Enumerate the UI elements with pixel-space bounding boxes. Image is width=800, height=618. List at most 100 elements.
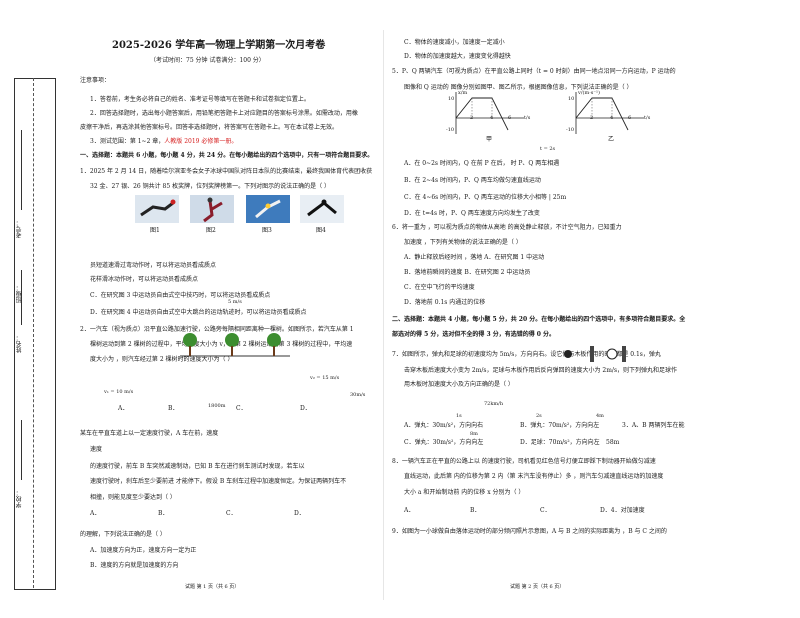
q7-small: 1s	[456, 413, 462, 419]
q6-line: 加速度 ，下列有关物体的说法正确的是（ ）	[404, 239, 522, 246]
q6-option: D．落地前 0.1s 内通过的位移	[404, 299, 486, 306]
q7-option: B．弹丸：70m/s²，方向向左	[520, 422, 600, 429]
q3-option-b: B．	[158, 510, 169, 517]
q1-line: 1．2025 年 2 月 14 日，随着哈尔滨亚冬会女子冰球中国队对阵日本队的比…	[80, 168, 373, 175]
q7-option-extra: 58m	[606, 439, 620, 446]
q7-small: 8m	[470, 431, 478, 437]
q7-option: D．足球：70m/s²，方向向左	[520, 439, 600, 446]
trees-figure	[180, 328, 290, 358]
figure-1-photo	[135, 195, 179, 223]
graph-yi-label: 乙	[608, 136, 615, 143]
q7-mid-label: 72km/h	[484, 401, 504, 407]
big-air-skier-image	[307, 199, 337, 217]
q1-option: C．在研究图 3 中运动员自由式空中技巧时，可以将运动员看成质点	[90, 292, 271, 299]
q8-line: 8．一辆汽车正在平直的公路上以 的速度行驶，司机看见红色信号灯便立即踩下制动器开…	[392, 458, 656, 465]
q2-speed-label: 5 m/s	[228, 299, 242, 305]
q2-speed-label: v₁ = 10 m/s	[104, 389, 134, 395]
graph-jia-tick: 4	[490, 115, 494, 121]
q1-option: 员短道速滑过弯动作时，可以将运动员看成质点	[90, 262, 217, 269]
v-t-graph	[575, 92, 644, 134]
x-t-graph	[455, 92, 524, 134]
q6-option: A．静止释放后经时间 ，落地 A．在研究图 1 中运动	[404, 254, 545, 261]
graph-jia-tick: 2	[470, 115, 474, 121]
figure-1-caption: 图1	[150, 227, 160, 234]
q3-line: 的速度行驶，前车 B 车突然减速制动，已知 B 车在进行刹车测试时发现，若车以	[90, 463, 305, 470]
q7-option: A．弹丸：30m/s²，方向向右	[404, 422, 484, 429]
note-line: 1．答卷前，考生务必将自己的姓名、准考证号等填写在答题卡和试卷指定位置上。	[90, 96, 310, 103]
q2-speed-label: v₂ = 15 m/s	[310, 375, 340, 381]
aerial-skier-image	[255, 199, 281, 219]
q2-extra: 1800m	[208, 403, 226, 409]
graph-yi-unit: v/(m·s⁻¹)	[578, 90, 600, 96]
q4-tail-option: D．物体的加速度越大，速度变化得越快	[404, 53, 511, 60]
graph-jia-unit: x/m	[458, 90, 468, 96]
q2-option-d: D．	[300, 405, 311, 412]
binding-fields: 学校： 姓名： 班级： 考号：	[15, 90, 29, 580]
figure-4-caption: 图4	[316, 227, 326, 234]
figure-skater-image	[203, 197, 223, 223]
q1-line: 32 金、27 银、26 铜共计 85 枚奖牌，位列奖牌榜第一。下列对图示的说法…	[90, 183, 330, 190]
q2-extra: 30m/s	[350, 392, 366, 398]
q9-line: 9．如图为一小球做自由落体运动时的部分频闪照片示意图，A 与 B 之间的实际距离…	[392, 528, 667, 535]
name-field-label: 姓名：	[16, 335, 23, 353]
figure-3-photo	[246, 195, 290, 223]
q7-line: 击穿木板后速度大小变为 2m/s，足球与木板作用后反向弹回的速度大小为 2m/s…	[404, 367, 678, 374]
q6-line: 6．将一重为 ，可以视为质点的物体从高地 的高处静止释放，不计空气阻力，已知重力	[392, 224, 622, 231]
q5-option: B．在 2~4s 时间内，P、Q 两车均做匀速直线运动	[404, 177, 541, 184]
section2-heading: 二、选择题：本题共 4 小题，每小题 5 分，共 20 分。在每小题给出的四个选…	[392, 316, 686, 323]
q7-option-extra: 3．A、B 两辆列车在能	[622, 422, 685, 429]
q2-line: 棵树运动到第 2 棵树的过程中，平均速度大小为 v，从第 2 棵树运动到第 3 …	[90, 341, 353, 348]
q3-line: 相撞，则能见度至少要达到（ ）	[90, 494, 176, 501]
graph-yi-tick: 2	[590, 115, 594, 121]
q3-line: 速度	[90, 446, 103, 453]
graph-jia-ybot: -10	[446, 127, 455, 133]
q5-line: 图像和 Q 运动的 图像分别如图甲、图乙所示，根据图像信息，下列说法正确的是（ …	[404, 84, 633, 91]
q1-option: D．在研究图 4 中运动员自由式空中大跳台的运动轨迹时，可以将运动员看成质点	[90, 309, 307, 316]
section1-heading: 一、选择题：本题共 6 小题，每小题 4 分，共 24 分。在每小题给出的四个选…	[80, 152, 374, 159]
note-line: 3．测试范围：第 1~2 章，人教版 2019 必修第一册。	[90, 138, 237, 146]
q3-option-c: C．	[226, 510, 237, 517]
ball-board-image	[564, 346, 626, 362]
figure-4-photo	[300, 195, 344, 223]
binding-strip	[14, 78, 56, 590]
q2-option-a: A．	[118, 405, 129, 412]
q3-option-a: A．	[90, 510, 101, 517]
notes-heading: 注意事项：	[80, 77, 111, 84]
q5-option: A．在 0~2s 时间内，Q 在前 P 在后， 时 P、Q 两车相遇	[404, 160, 560, 167]
class-field-label: 班级：	[16, 285, 23, 303]
school-underline	[21, 420, 22, 480]
exam-subtitle: （考试时间：75 分钟 试卷满分：100 分）	[150, 57, 265, 64]
q3-line: 某车在平直车道上以一定速度行驶，A 车在前，速度	[80, 430, 219, 437]
note-scope: 3．测试范围：第 1~2 章，	[90, 138, 165, 145]
graph-jia-tick: 6	[508, 115, 512, 121]
exam-title: 2025-2026 学年高一物理上学期第一次月考卷	[112, 40, 326, 51]
q3-line: 速度行驶时，刹车后至少要前进 才能停下。假设 B 车刹车过程中加速度恒定。为保证…	[90, 478, 347, 485]
q7-figure	[560, 345, 630, 363]
figure-3-caption: 图3	[262, 227, 272, 234]
q5-line: 5．P、Q 两辆汽车（可视为质点）在平直公路上同时（t = 0 时刻）由同一地点…	[392, 68, 676, 75]
q2-option-c: C．	[236, 405, 247, 412]
speed-skater-image	[140, 199, 176, 217]
section2-heading-cont: 部选对的得 5 分，选对但不全的得 3 分，有选错的得 0 分。	[392, 331, 556, 338]
q7-small: 2s	[536, 413, 542, 419]
column-divider	[383, 30, 384, 600]
graph-yi-tick: 6	[628, 115, 632, 121]
q6-option: C．在空中飞行的平均速度	[404, 284, 475, 291]
graph-yi-tick: 4	[610, 115, 614, 121]
graph-yi-ybot: -10	[566, 127, 575, 133]
q4-line: 的理解，下列说法正确的是（ ）	[80, 531, 166, 538]
figure-2-caption: 图2	[206, 227, 216, 234]
graph-jia-ytop: 10	[448, 96, 455, 102]
note-scope-book: 人教版 2019 必修第一册。	[164, 138, 238, 145]
q5-note: t = 2s	[540, 146, 556, 152]
q1-option: 花样滑冰动作时，可以将运动员看成质点	[90, 276, 199, 283]
q5-option: D．在 t=4s 时，P、Q 两车速度方向均发生了改变	[404, 210, 540, 217]
exam-number-underline	[21, 130, 22, 210]
q8-option-d: D．4．对加速度	[600, 507, 645, 514]
graph-yi-ytop: 10	[568, 96, 575, 102]
page-1-footer: 试题 第 1 页（共 6 页）	[185, 584, 240, 590]
q2-line: 2．一汽车（视为质点）沿平直公路加速行驶，公路旁每隔相同距离种一棵树。如图所示，…	[80, 326, 354, 333]
page-2-footer: 试题 第 2 页（共 6 页）	[510, 584, 565, 590]
q8-option-c: C．	[540, 507, 551, 514]
school-field-label: 学校：	[16, 490, 23, 508]
